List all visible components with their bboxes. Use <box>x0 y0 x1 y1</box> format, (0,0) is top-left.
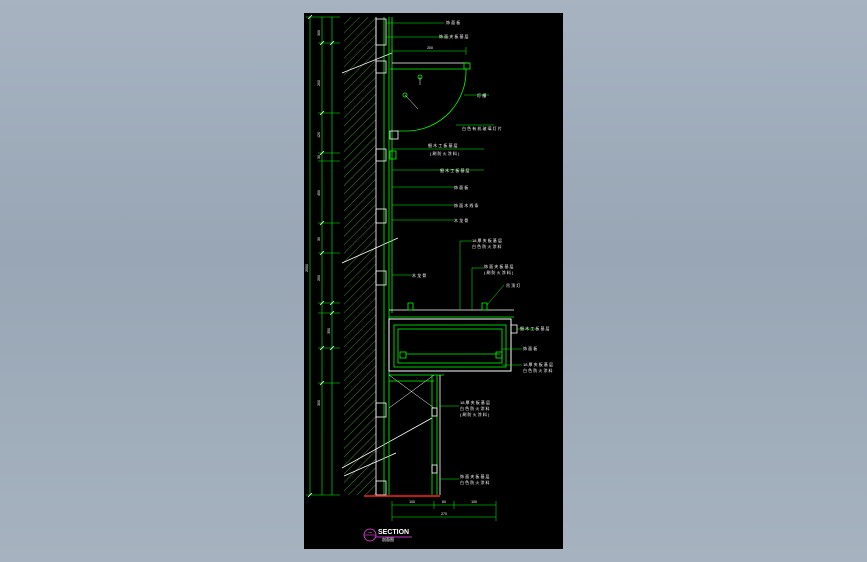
note-6: ( 刷 防 火 涂 料 ) <box>430 150 460 156</box>
section-subtitle: 剖面图 <box>382 536 394 542</box>
note-15: ( 刷 防 火 涂 料 ) <box>484 269 514 275</box>
dim-bottom-mid: 60 <box>442 500 446 504</box>
section-title: SECTION <box>378 529 409 536</box>
dim-v3: 30 <box>317 155 321 159</box>
section-drawing: 2550 300 200 30 120 450 30 200 300 350 <box>305 14 553 542</box>
note-8: 饰 面 板 <box>454 184 468 190</box>
section-number: — <box>368 530 372 534</box>
dim-v1: 300 <box>317 30 321 36</box>
drawing-sheet: 2550 300 200 30 120 450 30 200 300 350 <box>304 13 563 549</box>
note-7: 细 木 工 板 基 层 <box>440 167 470 173</box>
note-1: 饰 面 板 <box>446 19 460 25</box>
dim-top-width: 200 <box>427 46 433 50</box>
dim-bottom-left: 100 <box>409 500 415 504</box>
title-block: — SECTION 剖面图 <box>363 528 412 542</box>
dim-v8: 300 <box>317 400 321 406</box>
annotations: 饰 面 板 饰 面 夹 板 基 层 灯 槽 白 色 有 机 玻 璃 灯 片 细 … <box>412 19 553 485</box>
dim-total-height: 2550 <box>305 264 309 272</box>
note-19: 18 厚 夹 板 基 层 <box>523 361 553 367</box>
note-4: 白 色 有 机 玻 璃 灯 片 <box>462 125 502 131</box>
left-dimension-texts: 2550 300 200 30 120 450 30 200 300 350 <box>305 30 331 406</box>
wall-hatch <box>344 17 376 495</box>
note-18: 饰 面 板 <box>523 345 537 351</box>
left-dimension-chain <box>306 16 340 496</box>
dim-v5: 450 <box>317 190 321 196</box>
note-24: 饰 面 夹 板 基 层 <box>460 473 490 479</box>
dim-v4: 120 <box>317 132 321 138</box>
note-22: 白 色 防 火 涂 料 <box>460 405 490 411</box>
note-25: 白 色 防 火 涂 料 <box>460 479 490 485</box>
cabinet <box>388 302 518 495</box>
note-3: 灯 槽 <box>477 92 486 98</box>
note-16: 吊 顶 灯 <box>506 282 520 288</box>
note-14: 饰 面 夹 板 基 层 <box>484 263 514 269</box>
dim-v9: 350 <box>327 328 331 334</box>
note-11: 木 龙 骨 <box>412 272 426 278</box>
leader-lines <box>386 22 536 480</box>
dim-v6: 30 <box>317 237 321 241</box>
left-dimension-ticks <box>307 14 335 498</box>
dim-bottom-total: 270 <box>441 512 447 516</box>
note-10: 木 龙 骨 <box>454 217 468 223</box>
note-12: 18 厚 夹 板 基 层 <box>472 237 502 243</box>
top-dimension <box>391 47 467 55</box>
note-5: 细 木 工 板 基 层 <box>428 142 458 148</box>
dim-v7: 200 <box>317 275 321 281</box>
note-17: 细 木 工 板 基 层 <box>520 325 550 331</box>
note-13: 白 色 防 火 涂 料 <box>472 243 502 249</box>
light-cove <box>389 62 471 160</box>
note-2: 饰 面 夹 板 基 层 <box>439 33 469 39</box>
note-23: ( 刷 防 火 涂 料 ) <box>460 411 490 417</box>
note-20: 白 色 防 火 涂 料 <box>523 367 553 373</box>
note-9: 饰 面 木 线 条 <box>454 202 478 208</box>
wall-panel <box>375 17 393 496</box>
note-21: 18 厚 夹 板 基 层 <box>460 399 490 405</box>
dim-v2: 200 <box>317 80 321 86</box>
bottom-dimension <box>391 501 497 521</box>
dim-bottom-right: 100 <box>471 500 477 504</box>
